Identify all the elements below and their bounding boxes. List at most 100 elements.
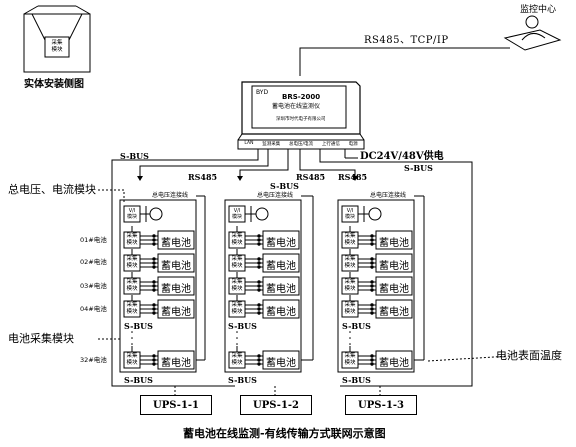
ups-box-3: UPS-1-3 <box>345 395 417 415</box>
port-lan: LAN <box>244 141 254 146</box>
sbus-label-b1: S-BUS <box>124 375 153 385</box>
wire-dot <box>257 362 261 366</box>
wire-dot <box>370 242 374 246</box>
wire-dot <box>370 358 374 362</box>
sbus-label-g1: S-BUS <box>124 321 153 331</box>
port-acquire: 监测采集 <box>262 142 281 147</box>
battery-label: 蓄电池 <box>161 261 191 272</box>
wire-dot <box>152 234 156 238</box>
wire-dot <box>257 358 261 362</box>
link-protocol-label: RS485、TCP/IP <box>364 35 449 46</box>
wire-dot <box>257 242 261 246</box>
battery-label: 蓄电池 <box>379 358 409 369</box>
acquisition-module-label: 采集模块 <box>126 233 138 246</box>
acquisition-module-label: 采集模块 <box>344 256 356 269</box>
ups-box-1: UPS-1-1 <box>140 395 212 415</box>
wire-dot <box>370 284 374 288</box>
wire-dot <box>370 265 374 269</box>
acquisition-module-label: 采集模块 <box>126 302 138 315</box>
battery-label: 蓄电池 <box>379 238 409 249</box>
sbus-label-g2: S-BUS <box>228 321 257 331</box>
battery-label: 蓄电池 <box>161 238 191 249</box>
sbus-label-b3: S-BUS <box>342 375 371 385</box>
callout-total-vi: 总电压、电流模块 <box>8 183 96 196</box>
battery-label: 蓄电池 <box>266 261 296 272</box>
wire-dot <box>370 238 374 242</box>
wire-dot <box>152 265 156 269</box>
device-name: 蓄电池在线监测仪 <box>272 103 321 110</box>
wire-dot <box>257 354 261 358</box>
acquisition-module-label: 采集模块 <box>231 302 243 315</box>
acquisition-module-label: 采集模块 <box>231 279 243 292</box>
acquisition-module-label: 采集模块 <box>344 353 356 366</box>
wire-dot <box>370 354 374 358</box>
callout-battery-temp: 电池表面温度 <box>496 349 562 362</box>
sbus-label-b2: S-BUS <box>228 375 257 385</box>
battery-label: 蓄电池 <box>379 307 409 318</box>
device-ports: LAN 监测采集 总电压/电流 上行通信 电源 <box>240 141 362 148</box>
battery-label: 蓄电池 <box>266 358 296 369</box>
power-supply-label: DC24V/48V供电 <box>360 151 444 162</box>
row-label-02: 02#电池 <box>80 258 107 266</box>
wire-dot <box>152 284 156 288</box>
ups-box-2: UPS-1-2 <box>240 395 312 415</box>
port-power: 电源 <box>348 142 358 147</box>
port-uplink: 上行通信 <box>321 142 340 147</box>
battery-label: 蓄电池 <box>379 261 409 272</box>
wire-dot <box>257 311 261 315</box>
sbus-label-top-left: S-BUS <box>120 151 149 161</box>
wire-dot <box>370 307 374 311</box>
wire-dot <box>370 280 374 284</box>
rs485-label-1: RS485 <box>188 172 218 182</box>
acquisition-module-label: 采集模块 <box>231 353 243 366</box>
wire-dot <box>152 288 156 292</box>
battery-label: 蓄电池 <box>161 284 191 295</box>
rs485-label-2: RS485 <box>296 172 326 182</box>
device-company: 深圳市时代电子有限公司 <box>276 117 326 122</box>
sbus-label-mid: S-BUS <box>270 181 299 191</box>
wire-dot <box>152 307 156 311</box>
battery-label: 蓄电池 <box>161 307 191 318</box>
port-total-vi: 总电压/电流 <box>289 142 314 147</box>
wire-dot <box>152 280 156 284</box>
wire-dot <box>152 362 156 366</box>
wire-dot <box>152 261 156 265</box>
row-label-04: 04#电池 <box>80 305 107 313</box>
device-logo: BYD <box>256 89 269 96</box>
device-model: BRS-2000 <box>282 93 321 101</box>
wire-dot <box>370 261 374 265</box>
connect-line-g1: 总电压连接线 <box>152 192 189 199</box>
connect-line-g2: 总电压连接线 <box>257 192 294 199</box>
row-label-03: 03#电池 <box>80 282 107 290</box>
wire-dot <box>370 234 374 238</box>
callout-battery-module: 电池采集模块 <box>8 332 74 345</box>
wire-dot <box>370 362 374 366</box>
wire-dot <box>257 307 261 311</box>
acquisition-module-label: 采集模块 <box>231 256 243 269</box>
wire-dot <box>257 280 261 284</box>
wire-dot <box>370 288 374 292</box>
wire-dot <box>152 303 156 307</box>
install-side-caption: 实体安装侧图 <box>24 79 84 90</box>
acquisition-module-label: 采集模块 <box>126 353 138 366</box>
wire-dot <box>257 257 261 261</box>
wire-dot <box>370 303 374 307</box>
connect-line-g3: 总电压连接线 <box>370 192 407 199</box>
battery-label: 蓄电池 <box>266 307 296 318</box>
wire-dot <box>257 288 261 292</box>
wire-dot <box>257 265 261 269</box>
rs485-label-3: RS485 <box>338 172 368 182</box>
row-label-01: 01#电池 <box>80 236 107 244</box>
battery-label: 蓄电池 <box>379 284 409 295</box>
acquisition-module-label: 采集模块 <box>126 256 138 269</box>
wire-dot <box>257 238 261 242</box>
acquisition-module-label: 采集模块 <box>231 233 243 246</box>
acquisition-module-label: 采集模块 <box>344 233 356 246</box>
wire-dot <box>257 303 261 307</box>
monitor-center-label: 监控中心 <box>520 5 557 15</box>
wire-dot <box>257 284 261 288</box>
diagram-title: 蓄电池在线监测-有线传输方式联网示意图 <box>183 427 386 440</box>
